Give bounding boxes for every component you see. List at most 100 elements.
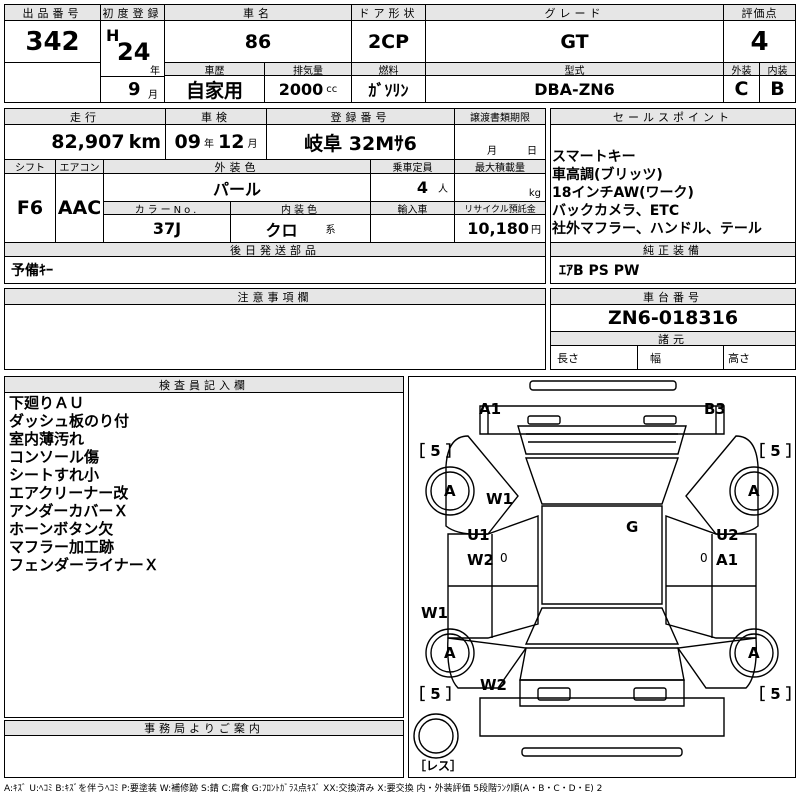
spec-label: 諸元 (551, 331, 795, 346)
exterior-grade: C (723, 76, 759, 102)
inspector-note: コンソール傷 (9, 448, 100, 466)
displacement: 2000 (278, 79, 324, 99)
top-header-box (4, 4, 796, 103)
inspector-note: 下廻りＡＵ (9, 394, 85, 412)
capacity: 4 (416, 178, 428, 197)
inspection-year-unit: 年 (204, 138, 214, 150)
width-cell: 幅 (637, 346, 723, 369)
mileage-unit: km (128, 131, 161, 153)
transfer-cell: 月 日 (454, 125, 545, 159)
tread-fr: ［ 5 ］ (750, 442, 800, 460)
tire-rr-mark: A (748, 644, 760, 662)
int-color-unit: 系 (325, 225, 336, 236)
car-diagram (413, 380, 779, 759)
later-parts: 予備ｷｰ (11, 263, 53, 279)
model-label: 型式 (425, 62, 723, 76)
capacity-unit: 人 (438, 184, 448, 195)
score: 4 (723, 21, 795, 62)
sales-box (550, 108, 796, 284)
tread-rr: ［ 5 ］ (750, 685, 800, 703)
length-cell: 長さ (551, 346, 637, 369)
history-label: 車歴 (164, 62, 264, 76)
inspection-cell: 09 年 12 月 (165, 125, 266, 159)
recycle-cell: 10,180 円 (454, 215, 545, 242)
inspector-note: エアクリーナー改 (9, 484, 129, 502)
dmg-w1-front: W1 (486, 490, 513, 508)
mileage-cell: 82,907 km (5, 125, 165, 159)
sales-list: スマートキー 車高調(ブリッツ) 18インチAW(ワーク) バックカメラ、ETC… (552, 148, 795, 238)
lot-label: 出品番号 (5, 5, 100, 21)
first-reg-month-cell (100, 76, 164, 102)
dmg-a1-front: A1 (479, 400, 502, 418)
inspector-box (4, 376, 404, 718)
interior-label: 内装 (759, 62, 795, 76)
import-cell (370, 215, 454, 242)
import-label: 輸入車 (370, 201, 454, 215)
dmg-g-roof: G (626, 518, 639, 536)
grade-label: グレード (425, 5, 723, 21)
mileage: 82,907 (51, 131, 125, 153)
displacement-label: 排気量 (264, 62, 351, 76)
load-label: 最大積載量 (454, 159, 545, 174)
door-label: ドア形状 (351, 5, 425, 21)
office-box (4, 720, 404, 778)
dmg-w2-left: W2 (467, 551, 494, 569)
inspector-note: シートすれ小 (9, 466, 100, 484)
transfer-month-unit: 月 (487, 146, 497, 157)
color-no-label: カラーNo. (103, 201, 230, 215)
int-color-label: 内装色 (230, 201, 370, 215)
transfer-label: 譲渡書類期限 (454, 109, 545, 125)
inspector-note: ダッシュ板のり付 (9, 412, 130, 430)
first-reg-year: 24 (117, 38, 151, 66)
tire-fr-mark: A (748, 482, 760, 500)
door-zero-left: 0 (500, 551, 508, 565)
recycle-unit: 円 (531, 225, 541, 236)
door-zero-right: 0 (700, 551, 708, 565)
dmg-u1: U1 (467, 526, 490, 544)
exterior-color: パール (103, 174, 370, 201)
length-label: 長さ (557, 351, 579, 365)
exterior-label: 外装 (723, 62, 759, 76)
car-diagram-box (408, 376, 796, 778)
chassis-label: 車台番号 (551, 289, 795, 305)
grade: GT (425, 21, 723, 62)
first-reg-month: 9 (128, 79, 141, 100)
int-color-cell: クロ 系 (230, 215, 370, 242)
sales-point: 社外マフラー、ハンドル、テール (552, 221, 762, 237)
vehicle-info-box (4, 108, 546, 284)
dmg-w2-rear: W2 (480, 676, 507, 694)
inspection-month-unit: 月 (247, 138, 258, 150)
dmg-a1-right: A1 (716, 551, 739, 569)
tire-fl-mark: A (444, 482, 456, 500)
displacement-unit: cc (326, 83, 338, 95)
first-reg-area (100, 21, 164, 76)
sales-point: バックカメラ、ETC (552, 203, 680, 219)
year-unit: 年 (150, 66, 160, 77)
mileage-label: 走行 (5, 109, 165, 125)
genuine-equipment: ｴｱB PS PW (559, 263, 640, 279)
recycle-label: リサイクル預託金 (454, 201, 545, 215)
dmg-u2: U2 (716, 526, 739, 544)
ac-label: エアコン (55, 159, 103, 174)
inspector-label: 検査員記入欄 (5, 377, 403, 393)
capacity-cell: 4 人 (370, 174, 454, 201)
color-number: 37J (103, 215, 230, 242)
transfer-day-unit: 日 (527, 146, 537, 157)
int-color: クロ (265, 220, 298, 240)
lot-blank (5, 62, 100, 102)
caution-box (4, 288, 546, 370)
name-label: 車名 (164, 5, 351, 21)
inspection-month: 12 (218, 131, 245, 153)
height-label: 高さ (728, 351, 750, 365)
later-label: 後日発送部品 (5, 242, 545, 257)
displacement-cell: 2000 cc (264, 76, 351, 102)
model: DBA-ZN6 (425, 76, 723, 102)
legend-footer: A:ｷｽﾞ U:ﾍｺﾐ B:ｷｽﾞを伴うﾍｺﾐ P:要塗装 W:補修跡 S:錆 … (4, 784, 603, 794)
inspection-year: 09 (174, 131, 201, 153)
era-mark: H (106, 26, 120, 45)
shift-label: シフト (5, 159, 55, 174)
load-cell: kg (454, 174, 545, 201)
width-label: 幅 (650, 351, 661, 365)
dmg-w1-rear: W1 (421, 604, 448, 622)
chassis-number: ZN6-018316 (607, 307, 739, 329)
